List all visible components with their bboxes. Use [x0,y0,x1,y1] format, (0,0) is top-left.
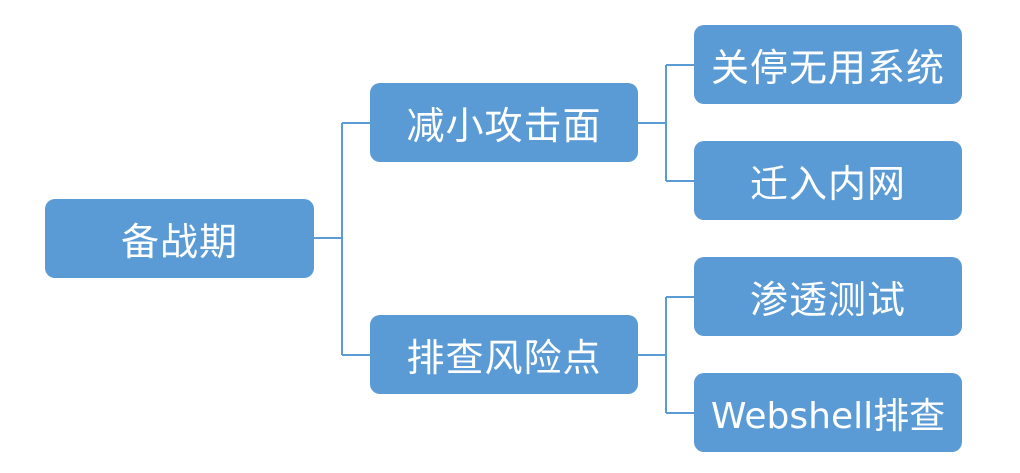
leaf-node-shutdown-unused-systems: 关停无用系统 [694,25,962,104]
leaf-node-move-to-intranet: 迁入内网 [694,141,962,220]
connector-root-branches [314,122,370,356]
branch-node-reduce-attack-surface: 减小攻击面 [370,83,638,162]
leaf-node-penetration-testing: 渗透测试 [694,257,962,336]
connector-branch-a-children [638,64,694,182]
root-node: 备战期 [45,199,314,278]
connector-branch-b-children [638,296,694,414]
branch-node-check-risk-points: 排查风险点 [370,315,638,394]
leaf-node-webshell-check: Webshell排查 [694,373,962,452]
